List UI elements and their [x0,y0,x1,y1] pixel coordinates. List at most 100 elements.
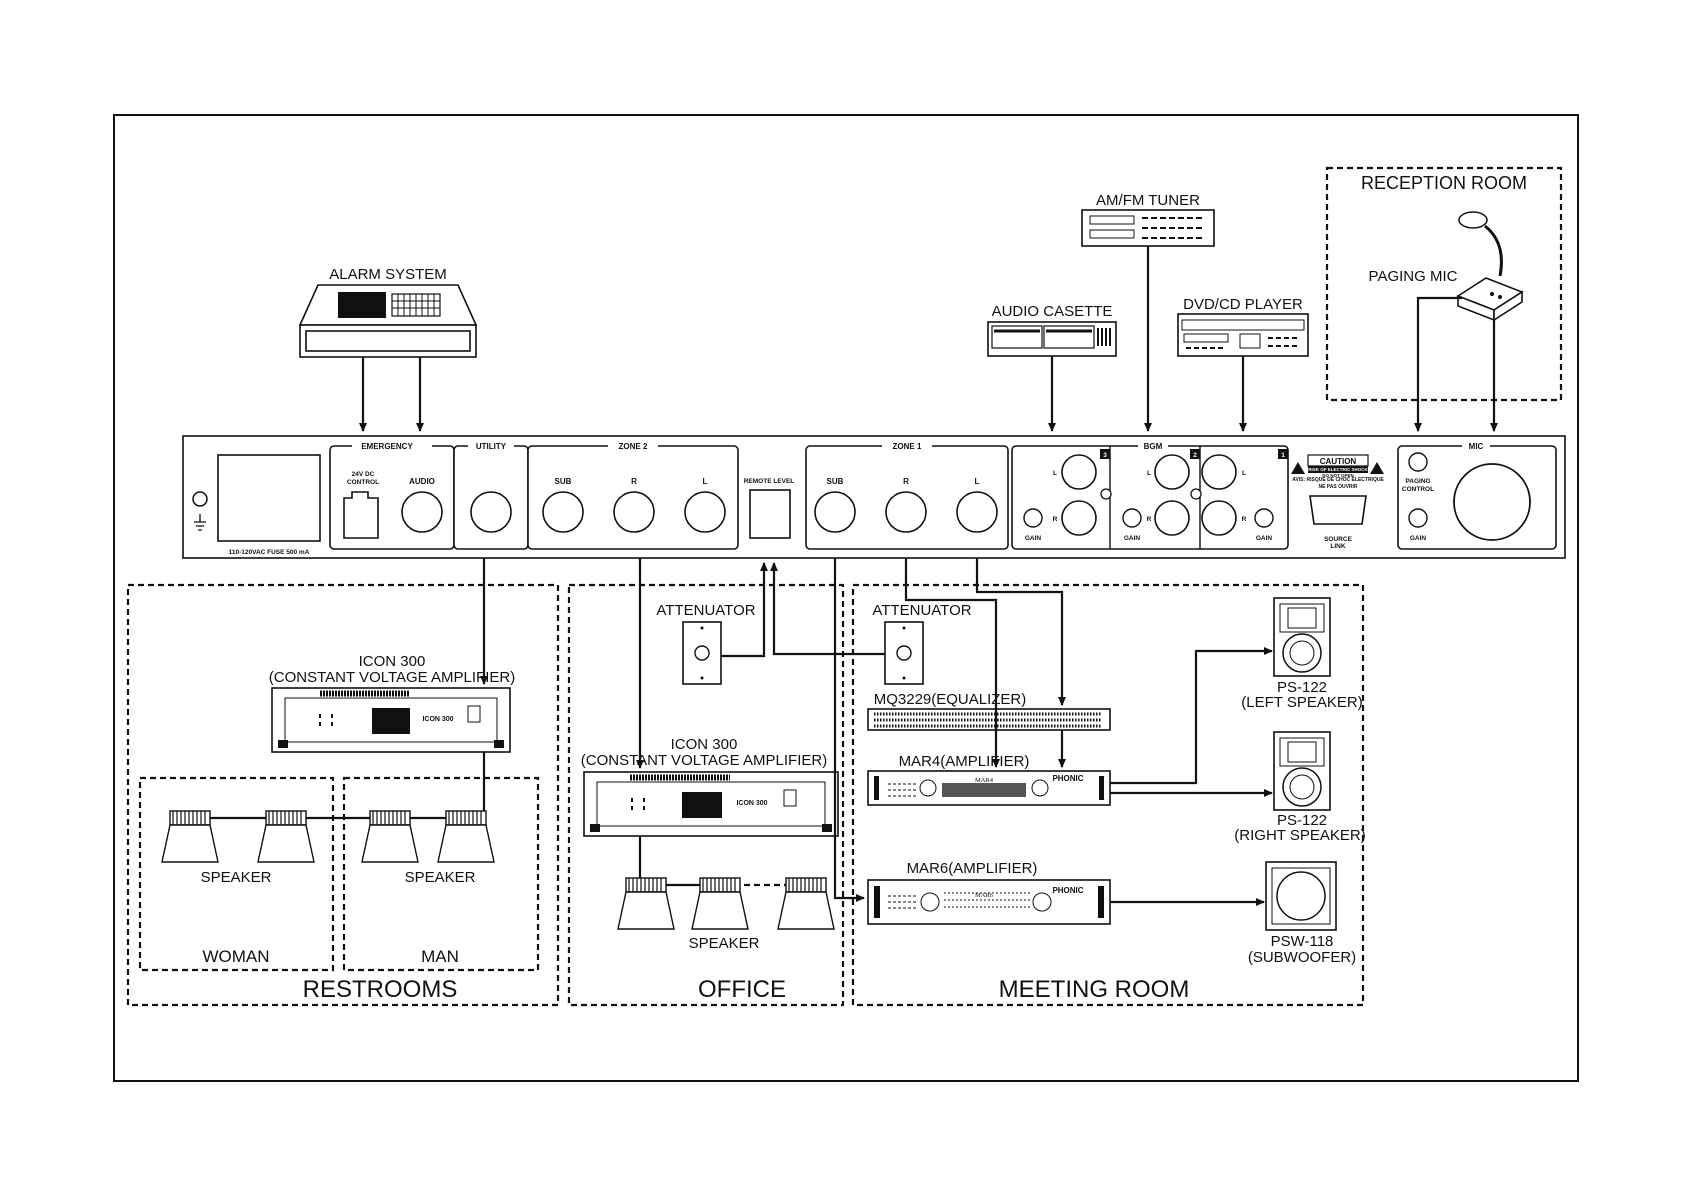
dvd-player-device [1178,314,1308,356]
caution-label: CAUTION [1320,457,1357,466]
office-attenuator-label: ATTENUATOR [656,602,755,619]
man-speaker-1 [362,811,418,862]
office-amp-badge: ICON 300 [736,800,767,807]
mar6-badge: MAR6 [975,892,994,899]
bgm-label: BGM [1144,442,1163,451]
office-amp-type-label: (CONSTANT VOLTAGE AMPLIFIER) [581,752,827,769]
woman-label: WOMAN [202,947,269,966]
zone2-r-jack [614,492,654,532]
ctrl-control-label: CONTROL [347,479,379,486]
zone2-label: ZONE 2 [619,442,648,451]
paging-control-knob [1409,453,1427,471]
mic-label: MIC [1469,442,1484,451]
restroom-amplifier [272,688,510,752]
subwoofer-cabinet [1266,862,1336,930]
avis-line1: AVIS: RISQUE DE CHOC ELECTRIQUE [1292,477,1384,483]
bgm1-gain-label: GAIN [1256,535,1273,542]
alarm-system-label: ALARM SYSTEM [329,266,447,283]
man-speaker-2 [438,811,494,862]
man-speaker-label: SPEAKER [405,869,476,886]
mar4-label: MAR4(AMPLIFIER) [899,753,1030,770]
zone1-sub-label: SUB [827,477,844,486]
avis-line2: NE PAS OUVRIR [1318,484,1357,490]
tuner-device [1082,210,1214,246]
zone1-sub-jack [815,492,855,532]
mic-xlr-jack [1454,464,1530,540]
reception-room-label: RECEPTION ROOM [1361,173,1527,193]
bgm1-r-jack [1202,501,1236,535]
emergency-audio-label: AUDIO [409,477,435,486]
zone1-label: ZONE 1 [893,442,922,451]
bgm2-gain-knob [1123,509,1141,527]
bgm3-l-label: L [1053,470,1057,477]
office-amplifier [584,772,838,836]
office-attenuator [683,622,721,684]
remote-level-label: REMOTE LEVEL [744,478,795,485]
alarm-system-device [300,285,476,357]
bgm1-l-jack [1202,455,1236,489]
cassette-device [988,322,1116,356]
bgm-num-3: 3 [1103,452,1107,459]
zone2-sub-label: SUB [555,477,572,486]
mar6-label: MAR6(AMPLIFIER) [907,860,1038,877]
dvd-player-label: DVD/CD PLAYER [1183,296,1303,313]
mar4-phonic: PHONIC [1052,774,1083,783]
bgm2-l-jack [1155,455,1189,489]
woman-speaker-label: SPEAKER [201,869,272,886]
office-speaker-1 [618,878,674,929]
link-label: LINK [1330,543,1345,550]
mar6-phonic: PHONIC [1052,886,1083,895]
office-amp-model-label: ICON 300 [671,736,738,753]
right-speaker-cabinet [1274,732,1330,810]
utility-jack [471,492,511,532]
bgm3-r-label: R [1053,516,1058,523]
emergency-audio-jack [402,492,442,532]
remote-level-port [750,490,790,538]
bgm1-gain-knob [1255,509,1273,527]
paging-label: PAGING [1405,478,1430,485]
bgm2-gain-label: GAIN [1124,535,1141,542]
bgm-num-2: 2 [1193,452,1197,459]
office-speaker-3 [778,878,834,929]
caution-line1: RISK OF ELECTRIC SHOCK [1308,467,1368,472]
equalizer-device [868,709,1110,730]
woman-speaker-2 [258,811,314,862]
bgm1-l-label: L [1242,470,1246,477]
bgm1-r-label: R [1242,516,1247,523]
tuner-label: AM/FM TUNER [1096,192,1200,209]
zone2-sub-jack [543,492,583,532]
zone2-l-jack [685,492,725,532]
mar4-badge: MAR4 [975,777,994,784]
bgm3-gain-knob [1024,509,1042,527]
zone1-l-jack [957,492,997,532]
meeting-attenuator [885,622,923,684]
office-speaker-2 [692,878,748,929]
paging-mic-label: PAGING MIC [1369,268,1458,285]
left-speaker-cabinet [1274,598,1330,676]
bgm3-gain-label: GAIN [1025,535,1042,542]
restroom-amp-badge: ICON 300 [422,716,453,723]
subwoofer-label: (SUBWOOFER) [1248,949,1356,966]
bgm2-r-label: R [1147,516,1152,523]
zone1-r-jack [886,492,926,532]
paging-control-label: CONTROL [1402,486,1434,493]
fuse-label: 110-120VAC FUSE 500 mA [229,549,310,556]
bgm2-r-jack [1155,501,1189,535]
cassette-label: AUDIO CASETTE [992,303,1113,320]
subwoofer-model: PSW-118 [1271,933,1334,950]
zone2-r-label: R [631,477,637,486]
ctrl-24v-label: 24V DC [352,471,375,478]
utility-label: UTILITY [476,442,507,451]
office-label: OFFICE [698,976,786,1003]
equalizer-label: MQ3229(EQUALIZER) [874,691,1027,708]
restrooms-label: RESTROOMS [303,976,458,1003]
paging-mic-device [1458,212,1522,320]
source-link-port [1310,496,1366,524]
right-speaker-label: (RIGHT SPEAKER) [1234,827,1365,844]
mic-gain-label: GAIN [1410,535,1427,542]
bgm2-l-label: L [1147,470,1151,477]
bgm-num-1: 1 [1281,452,1285,459]
source-label: SOURCE [1324,536,1352,543]
man-label: MAN [421,947,459,966]
